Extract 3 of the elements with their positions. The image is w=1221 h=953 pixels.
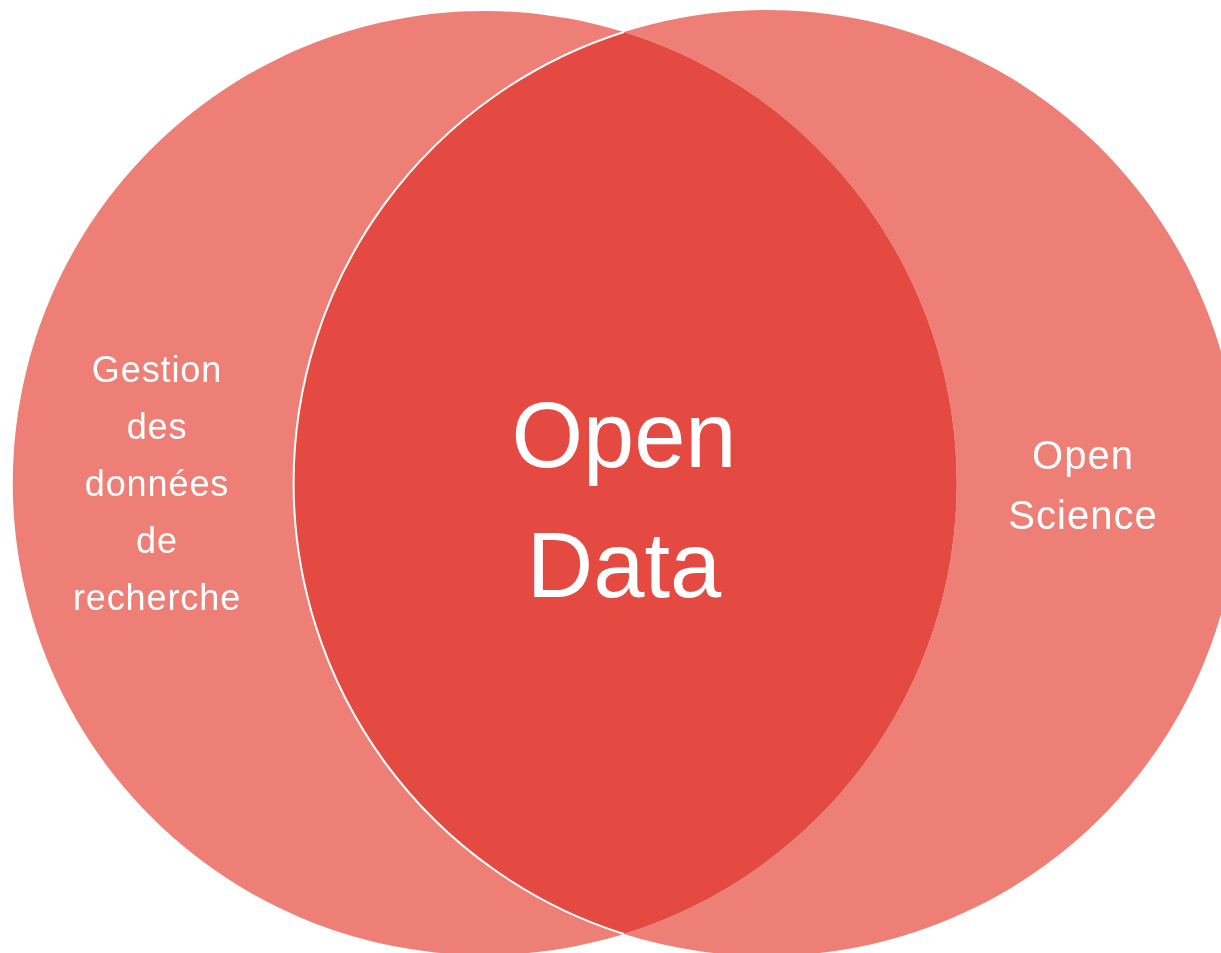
circle-label: Open Science — [1007, 432, 1159, 539]
circle-label: Gestion des données de recherche — [71, 348, 243, 620]
circle-label: Open Data — [510, 383, 738, 618]
